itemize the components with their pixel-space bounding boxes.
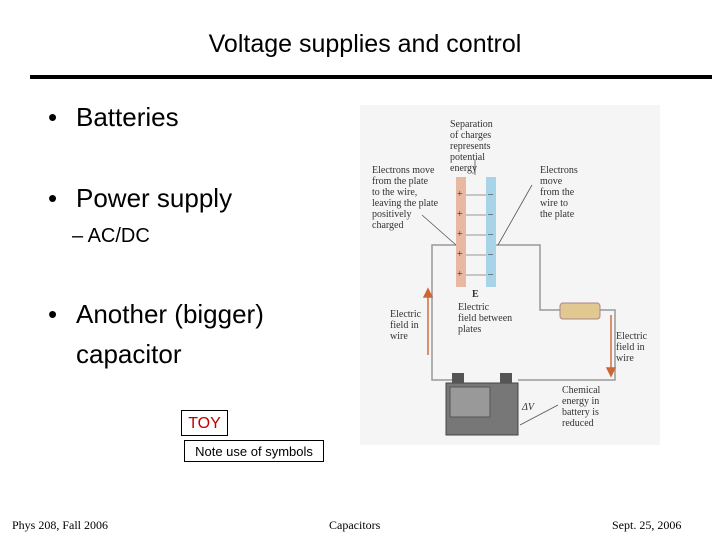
footer-topic: Capacitors [329, 518, 381, 532]
plus-sign: + [457, 209, 463, 220]
bullet-capacitor: • Another (bigger) [48, 294, 264, 334]
footer-course: Phys 208, Fall 2006 [12, 518, 109, 532]
chemical-label-4: reduced [562, 418, 594, 429]
electrons-right-label-5: the plate [540, 209, 575, 220]
bullet-power-supply: • Power supply [48, 178, 232, 218]
plus-signs: + + + + + [457, 189, 463, 280]
plus-sign: + [457, 229, 463, 240]
battery-icon [445, 373, 519, 436]
field-wire-left-label-1: Electric [390, 309, 422, 320]
toy-link[interactable]: TOY [181, 410, 228, 436]
annotation-arrows [421, 160, 559, 426]
separation-label-1: Separation [450, 119, 493, 130]
e-field-symbol: E [472, 289, 479, 300]
electrons-right-label-4: wire to [540, 198, 568, 209]
footer-date: Sept. 25, 2006 [612, 518, 682, 532]
chemical-label-1: Chemical [562, 385, 601, 396]
plus-sign: + [457, 249, 463, 260]
minus-sign: – [487, 189, 494, 200]
field-wire-left-label-3: wire [390, 331, 408, 342]
field-plates-label-2: field between [458, 313, 512, 324]
field-wire-right-label-2: field in [616, 342, 645, 353]
electrons-left-label-4: leaving the plate [372, 198, 439, 209]
plus-sign: + [457, 269, 463, 280]
slide-title: Voltage supplies and control [208, 30, 522, 58]
bullet-text: Batteries [76, 102, 179, 132]
plus-sign: + [457, 189, 463, 200]
bullet-text: Power supply [76, 183, 233, 213]
minus-sign: – [487, 229, 494, 240]
bullet-capacitor-line2: capacitor [76, 339, 182, 369]
field-wire-right-label-1: Electric [616, 331, 648, 342]
separation-label-5: energy [450, 163, 477, 174]
capacitor-circuit-diagram: + + + + + – – – – – Separation of charge… [360, 105, 660, 445]
electrons-left-label-2: from the plate [372, 176, 429, 187]
bullet-batteries: • Batteries [48, 97, 179, 137]
title-divider [30, 75, 712, 79]
field-arrows [422, 287, 617, 378]
electrons-left-label-5: positively [372, 209, 411, 220]
delta-v-label: ΔV [521, 402, 536, 413]
electrons-right-label-1: Electrons [540, 165, 578, 176]
negative-plate [486, 177, 496, 287]
note-box: Note use of symbols [184, 440, 324, 462]
sub-bullet-ac-dc: – AC/DC [72, 225, 150, 247]
bullet-marker: • [48, 102, 58, 132]
bullet-marker: • [48, 299, 58, 329]
field-lines [466, 194, 486, 276]
circuit-wires [431, 244, 616, 381]
electrons-right-label-2: move [540, 176, 563, 187]
separation-label-2: of charges [450, 130, 491, 141]
electrons-right-label-3: from the [540, 187, 575, 198]
bulb-icon [559, 302, 601, 320]
positive-plate [456, 177, 466, 287]
separation-label-4: potential [450, 152, 485, 163]
electrons-left-label-3: to the wire, [372, 187, 417, 198]
minus-signs: – – – – – [487, 189, 494, 280]
chemical-label-3: battery is [562, 407, 599, 418]
minus-sign: – [487, 269, 494, 280]
electrons-left-label-1: Electrons move [372, 165, 435, 176]
minus-sign: – [487, 209, 494, 220]
minus-sign: – [487, 249, 494, 260]
electrons-left-label-6: charged [372, 220, 403, 231]
bullet-text: Another (bigger) [76, 299, 264, 329]
separation-label-3: represents [450, 141, 491, 152]
field-plates-label-1: Electric [458, 302, 490, 313]
chemical-label-2: energy in [562, 396, 599, 407]
field-wire-right-label-3: wire [616, 353, 634, 364]
field-plates-label-3: plates [458, 324, 481, 335]
field-wire-left-label-2: field in [390, 320, 419, 331]
bullet-marker: • [48, 183, 58, 213]
